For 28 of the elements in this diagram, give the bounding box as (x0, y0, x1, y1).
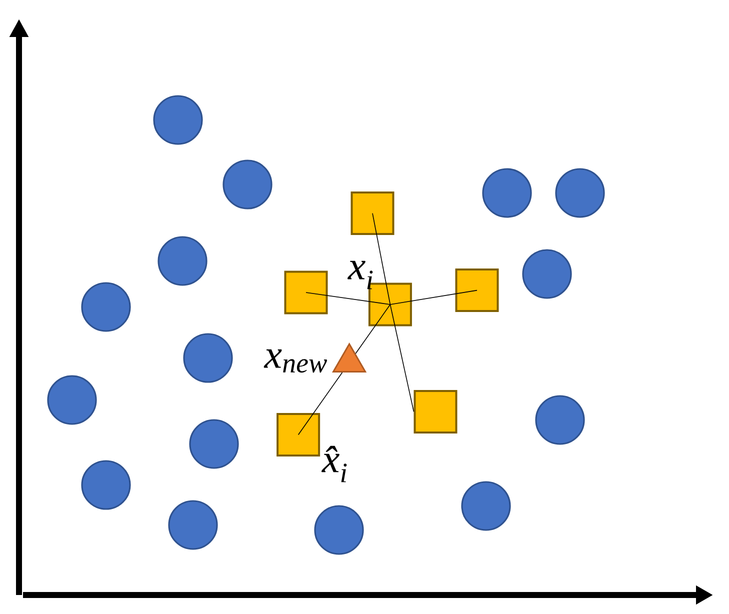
square-point (284, 270, 328, 314)
circle-point (535, 395, 585, 445)
circle-point (314, 505, 364, 555)
circle-point (522, 249, 572, 299)
connector-line (390, 290, 478, 305)
circle-point (183, 333, 233, 383)
square-point (276, 412, 320, 456)
point-label: x$_{new}$ (264, 349, 327, 373)
square-point (455, 268, 499, 312)
circle-point (482, 168, 532, 218)
circle-point (461, 481, 511, 531)
connector-line (372, 212, 391, 305)
circle-point (81, 282, 131, 332)
circle-point (168, 500, 218, 550)
circle-point (222, 160, 272, 210)
circle-point (158, 236, 208, 286)
circle-point (189, 419, 239, 469)
point-label: x̂$_{i}$ (322, 446, 347, 482)
connector-line (390, 304, 414, 412)
connector-line (298, 372, 343, 436)
square-point (350, 192, 394, 236)
connector-line (306, 292, 391, 305)
circle-point (47, 375, 97, 425)
circle-point (153, 95, 203, 145)
square-point (414, 390, 458, 434)
circle-point (81, 460, 131, 510)
connector-line (355, 304, 391, 354)
circle-point (555, 168, 605, 218)
